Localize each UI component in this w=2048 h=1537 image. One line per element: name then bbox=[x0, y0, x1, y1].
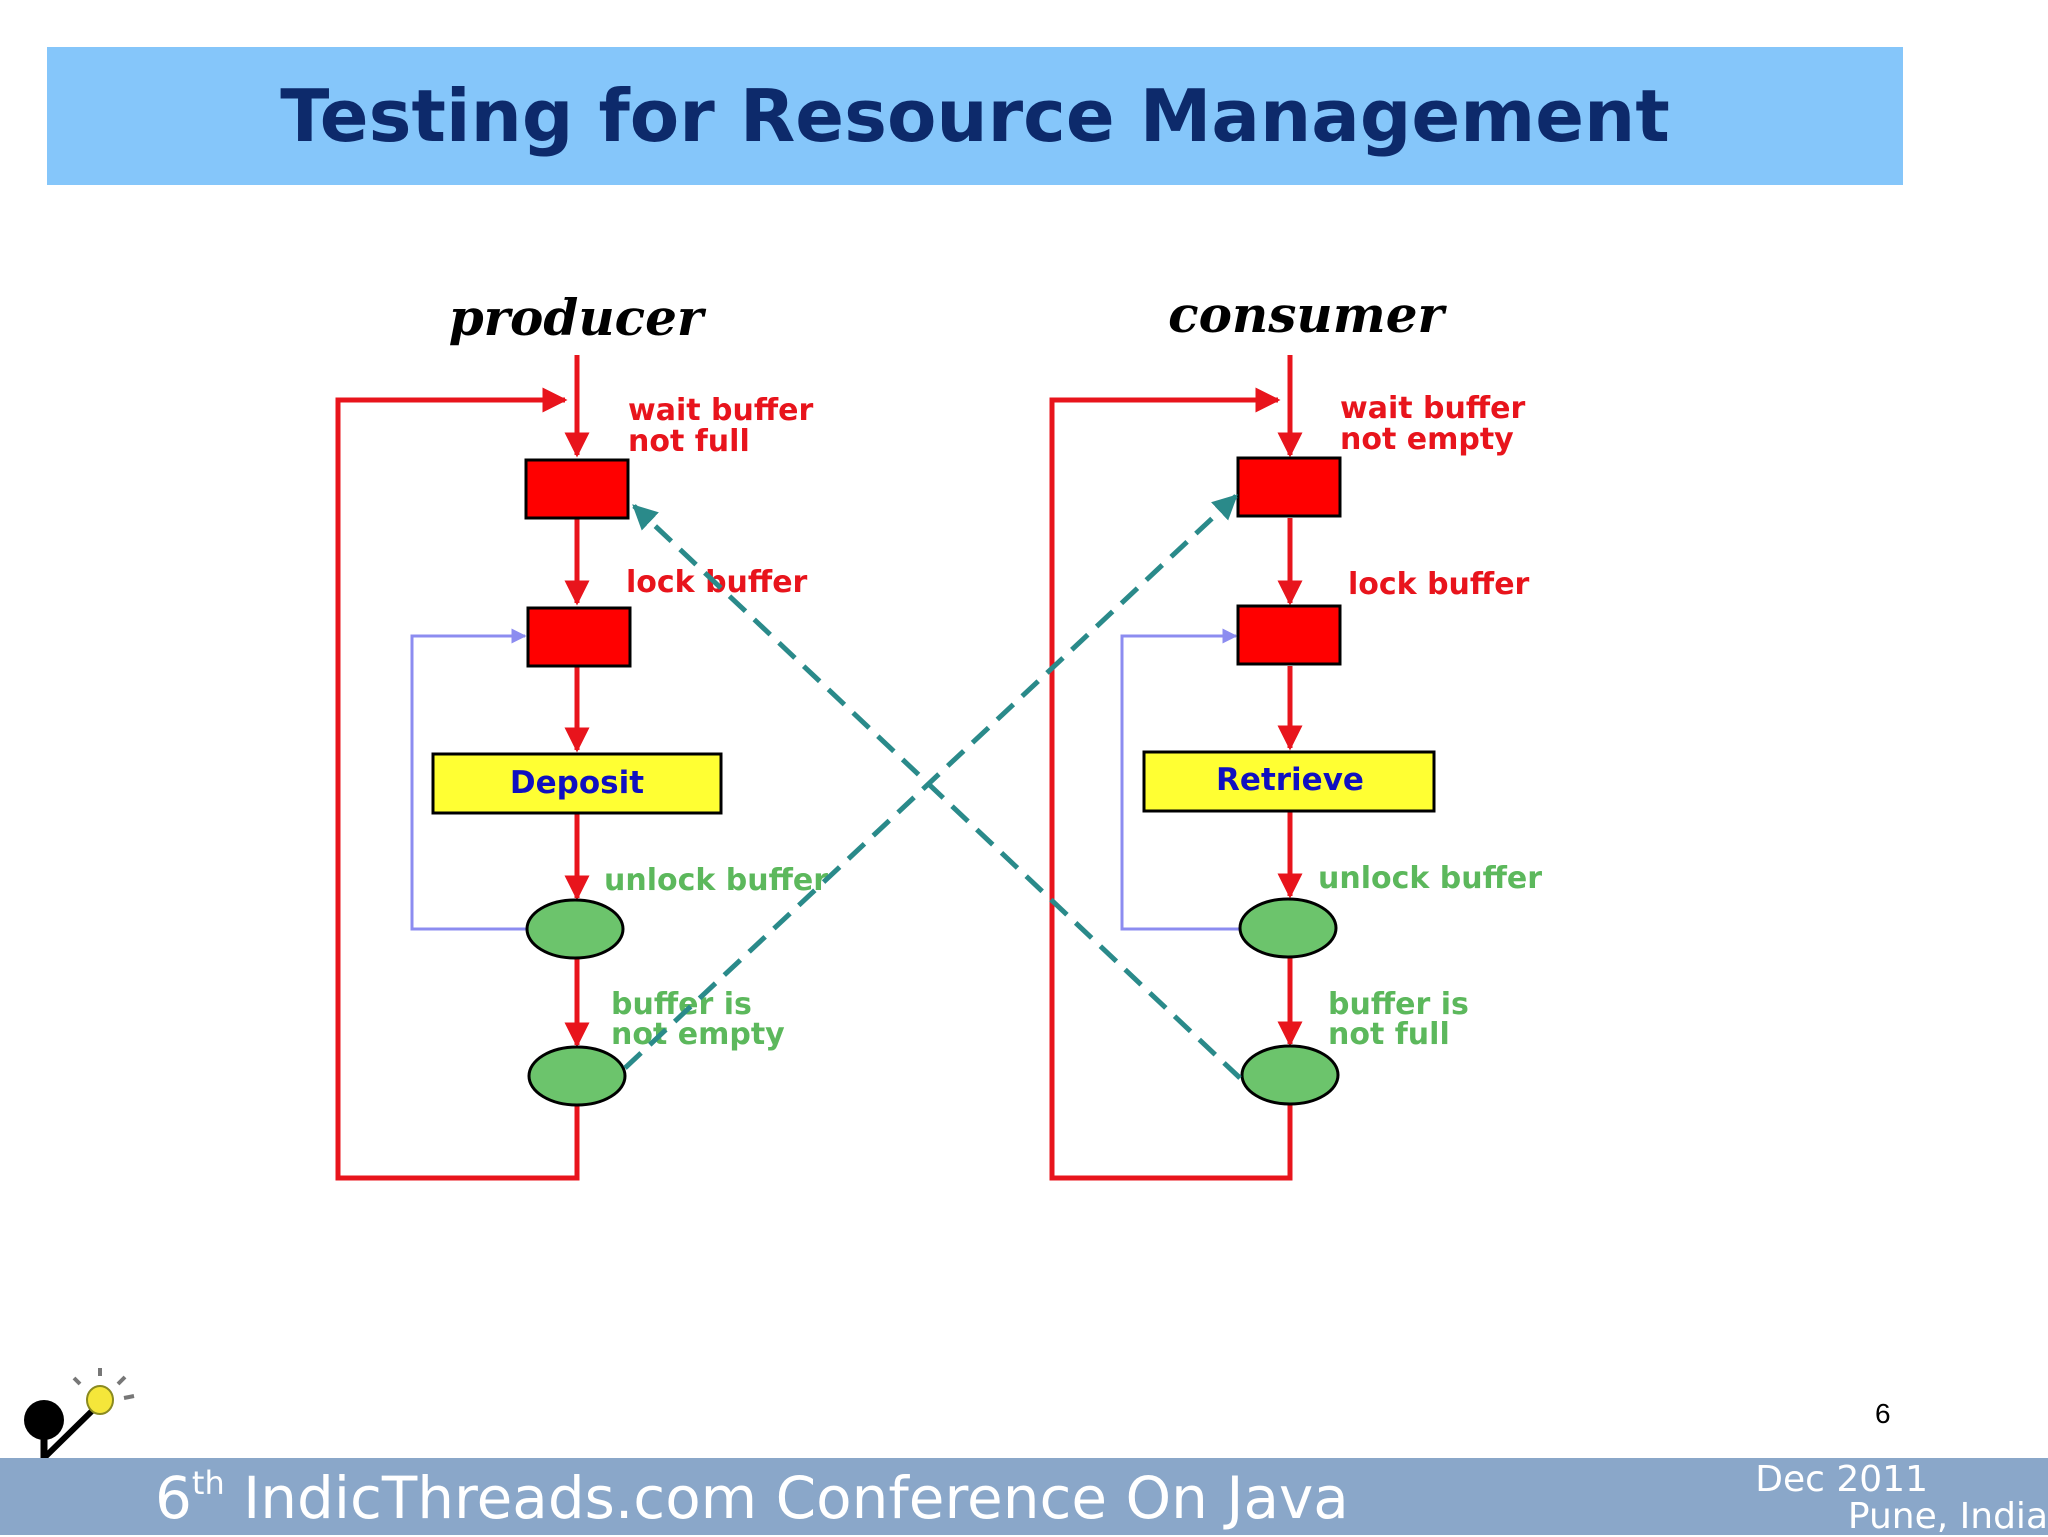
consumer-retrieve-box bbox=[1142, 750, 1436, 813]
consumer-wait-label: wait buffer not empty bbox=[1340, 391, 1536, 457]
producer-signal-line2: not empty bbox=[611, 1017, 785, 1052]
footer-date: Dec 2011 bbox=[1755, 1459, 1928, 1500]
consumer-signal-line2: not full bbox=[1328, 1017, 1450, 1052]
footer-bar bbox=[0, 1458, 2048, 1535]
consumer-outer-loop bbox=[1049, 387, 1293, 1181]
consumer-lock-block bbox=[1236, 604, 1342, 666]
producer-flow: producer wait buffer not full lock buffe… bbox=[335, 288, 828, 1181]
footer-conference-name: IndicThreads.com Conference On Java bbox=[224, 1464, 1349, 1532]
consumer-flow: consumer wait buffer not empty lock buff… bbox=[1049, 285, 1542, 1181]
producer-deposit-box bbox=[431, 752, 723, 815]
consumer-unlock-label: unlock buffer bbox=[1318, 861, 1542, 896]
consumer-wait-line2: not empty bbox=[1340, 422, 1514, 457]
producer-unlock-label: unlock buffer bbox=[604, 863, 828, 898]
producer-deposit-label: Deposit bbox=[510, 765, 644, 801]
consumer-unlock-node bbox=[1238, 897, 1338, 959]
consumer-lock-label: lock buffer bbox=[1348, 567, 1530, 602]
producer-unlock-node bbox=[525, 898, 625, 960]
footer-ordinal-suffix: th bbox=[191, 1464, 225, 1502]
producer-wait-label: wait buffer not full bbox=[628, 393, 824, 459]
footer-place: Pune, India bbox=[1847, 1496, 2048, 1537]
producer-heading: producer bbox=[449, 288, 707, 347]
producer-lock-block bbox=[526, 606, 632, 668]
page-number: 6 bbox=[1875, 1398, 1891, 1429]
producer-inner-loop bbox=[410, 628, 527, 931]
consumer-retrieve-label: Retrieve bbox=[1216, 762, 1364, 798]
signal-not-empty-arrow bbox=[623, 494, 1238, 1070]
title-bar: Testing for Resource Management bbox=[47, 47, 1903, 185]
footer-ordinal: 6 bbox=[155, 1464, 192, 1532]
producer-wait-block bbox=[524, 458, 630, 520]
consumer-wait-line1: wait buffer bbox=[1340, 391, 1526, 426]
producer-wait-line1: wait buffer bbox=[628, 393, 814, 428]
producer-wait-line2: not full bbox=[628, 424, 750, 459]
consumer-signal-label: buffer is not full bbox=[1328, 987, 1479, 1052]
producer-outer-loop bbox=[335, 387, 580, 1181]
producer-signal-node bbox=[527, 1045, 627, 1107]
consumer-heading: consumer bbox=[1168, 285, 1447, 344]
consumer-signal-line1: buffer is bbox=[1328, 987, 1469, 1022]
footer-conference: 6th IndicThreads.com Conference On Java bbox=[155, 1464, 1349, 1532]
consumer-inner-loop bbox=[1120, 628, 1240, 931]
producer-signal-label: buffer is not empty bbox=[611, 987, 785, 1052]
consumer-wait-block bbox=[1236, 456, 1342, 518]
slide-title: Testing for Resource Management bbox=[280, 74, 1670, 158]
consumer-signal-node bbox=[1240, 1044, 1340, 1106]
signal-not-full-arrow bbox=[632, 504, 1242, 1080]
